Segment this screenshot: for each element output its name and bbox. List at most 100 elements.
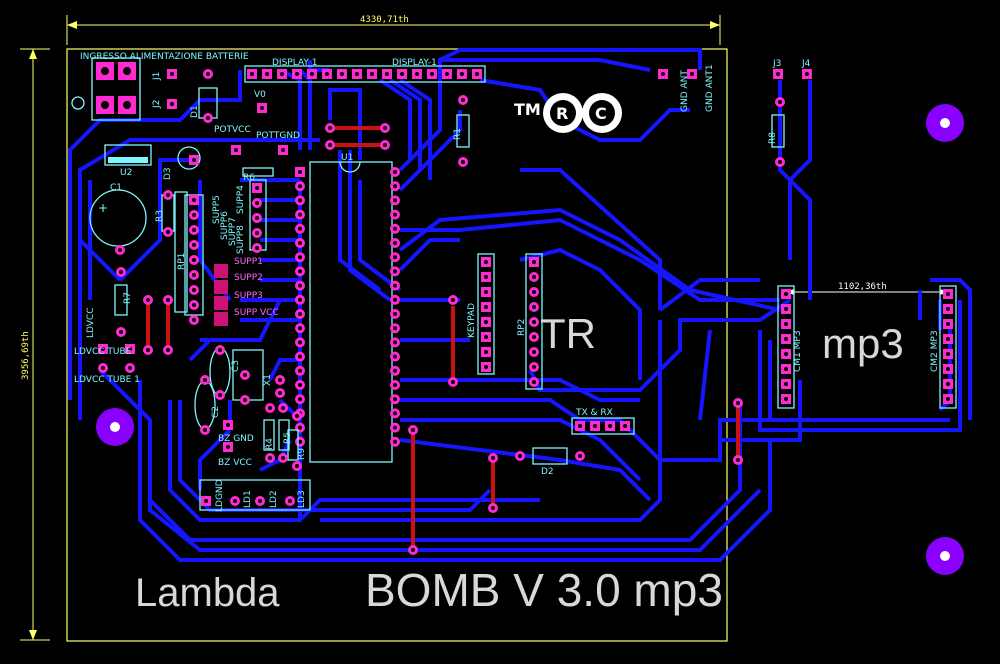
label-supp6: SUPP6 <box>220 211 230 240</box>
pad-hole <box>192 213 196 217</box>
board-outline <box>66 48 728 642</box>
label-j2: J2 <box>152 100 162 109</box>
pad-hole <box>383 126 387 130</box>
label-r3: R3 <box>155 210 165 222</box>
pad-hole <box>328 143 332 147</box>
label-supp7: SUPP7 <box>228 217 238 246</box>
pad-hole <box>278 391 282 395</box>
pad-hole <box>298 340 302 345</box>
pad-hole <box>278 378 282 382</box>
pad-hole <box>578 424 582 428</box>
svg-text:+: + <box>98 201 108 215</box>
pad-hole <box>101 347 105 351</box>
pad-hole <box>661 72 665 76</box>
pad-hole <box>255 201 259 205</box>
pad-hole <box>400 72 404 76</box>
dimension-mp3-label: 1102,36th <box>838 282 887 292</box>
label-power-input: INGRESSO ALIMENTAZIONE BATTERIE <box>80 52 249 62</box>
pad-hole <box>393 297 397 302</box>
pad-hole <box>192 198 196 202</box>
pad-hole <box>204 499 208 503</box>
keypad-pins <box>481 257 539 387</box>
pad-hole <box>243 398 247 402</box>
cm1-mp3-header <box>777 285 795 409</box>
pad-hole <box>393 354 397 359</box>
pad-hole <box>393 312 397 316</box>
pad-hole <box>206 116 210 120</box>
label-supp1: SUPP1 <box>234 257 263 267</box>
pad-hole <box>325 72 329 76</box>
pad-hole <box>946 292 950 296</box>
label-j3: J3 <box>772 59 781 69</box>
pad-hole <box>298 297 302 302</box>
pad-hole <box>298 383 302 387</box>
label-supp5: SUPP5 <box>212 195 222 224</box>
keypad-header <box>477 253 495 375</box>
supp-pads <box>214 264 228 326</box>
pad-hole <box>192 318 196 322</box>
pad-hole <box>233 499 237 503</box>
pad-hole <box>255 216 259 220</box>
pad-hole <box>146 348 150 352</box>
pad-hole <box>484 320 488 324</box>
pad-hole <box>946 352 950 356</box>
label-gnd-ant1: GND ANT1 <box>705 64 715 112</box>
pad-hole <box>192 303 196 307</box>
pad-hole <box>393 226 397 231</box>
pad-hole <box>946 322 950 326</box>
pad-hole <box>258 499 262 503</box>
pad-hole <box>226 423 230 427</box>
pad-hole <box>393 425 397 430</box>
pad-hole <box>260 106 264 110</box>
pad-hole <box>491 506 495 510</box>
pad-hole <box>328 126 332 130</box>
label-supp-vcc: SUPP VCC <box>234 308 279 318</box>
pad-hole <box>146 298 150 302</box>
pad-hole <box>119 270 123 274</box>
label-display-1: DISPLAY-1 <box>392 58 437 68</box>
label-gnd-ant: GND ANT <box>680 70 690 112</box>
pad-hole <box>411 548 415 552</box>
pad-hole <box>393 439 397 444</box>
pad-hole <box>234 148 238 152</box>
pad-hole <box>298 170 302 174</box>
pad-hole <box>784 367 788 371</box>
pad-hole <box>243 373 247 377</box>
label-supp3: SUPP3 <box>234 291 263 301</box>
pad-hole <box>218 348 222 352</box>
pad-hole <box>298 326 302 331</box>
pad-hole <box>385 72 389 76</box>
pad-hole <box>393 326 397 331</box>
pad-hole <box>461 98 465 102</box>
pad-hole <box>393 255 397 260</box>
pad-hole <box>484 305 488 309</box>
label-keypad: KEYPAD <box>467 303 477 338</box>
label-r8: R8 <box>768 132 778 144</box>
pad-hole <box>298 397 302 402</box>
pad-hole <box>393 212 397 217</box>
silkscreen-labels: INGRESSO ALIMENTAZIONE BATTERIE DISPLAY … <box>74 52 940 512</box>
pad-hole <box>393 340 397 345</box>
pad-hole <box>192 243 196 247</box>
pad-hole <box>784 322 788 326</box>
label-j1: J1 <box>152 72 162 81</box>
pad-hole <box>281 456 285 460</box>
pad-hole <box>484 365 488 369</box>
pad-hole <box>192 158 196 162</box>
pad-hole <box>451 298 455 302</box>
pad-hole <box>268 406 272 410</box>
label-bz-vcc: BZ VCC <box>218 458 252 468</box>
pad-hole <box>218 393 222 397</box>
label-ld3: LD3 <box>297 490 307 508</box>
pad-hole <box>298 368 302 373</box>
pad-hole <box>690 72 694 76</box>
power-connector <box>71 57 141 121</box>
board-author: Lambda <box>135 571 280 615</box>
label-j4: J4 <box>801 59 811 69</box>
label-cm1-mp3: CM1 MP3 <box>793 330 803 372</box>
pad-hole <box>461 160 465 164</box>
pad-hole <box>532 350 536 354</box>
pad-hole <box>166 348 170 352</box>
pad-hole <box>166 298 170 302</box>
